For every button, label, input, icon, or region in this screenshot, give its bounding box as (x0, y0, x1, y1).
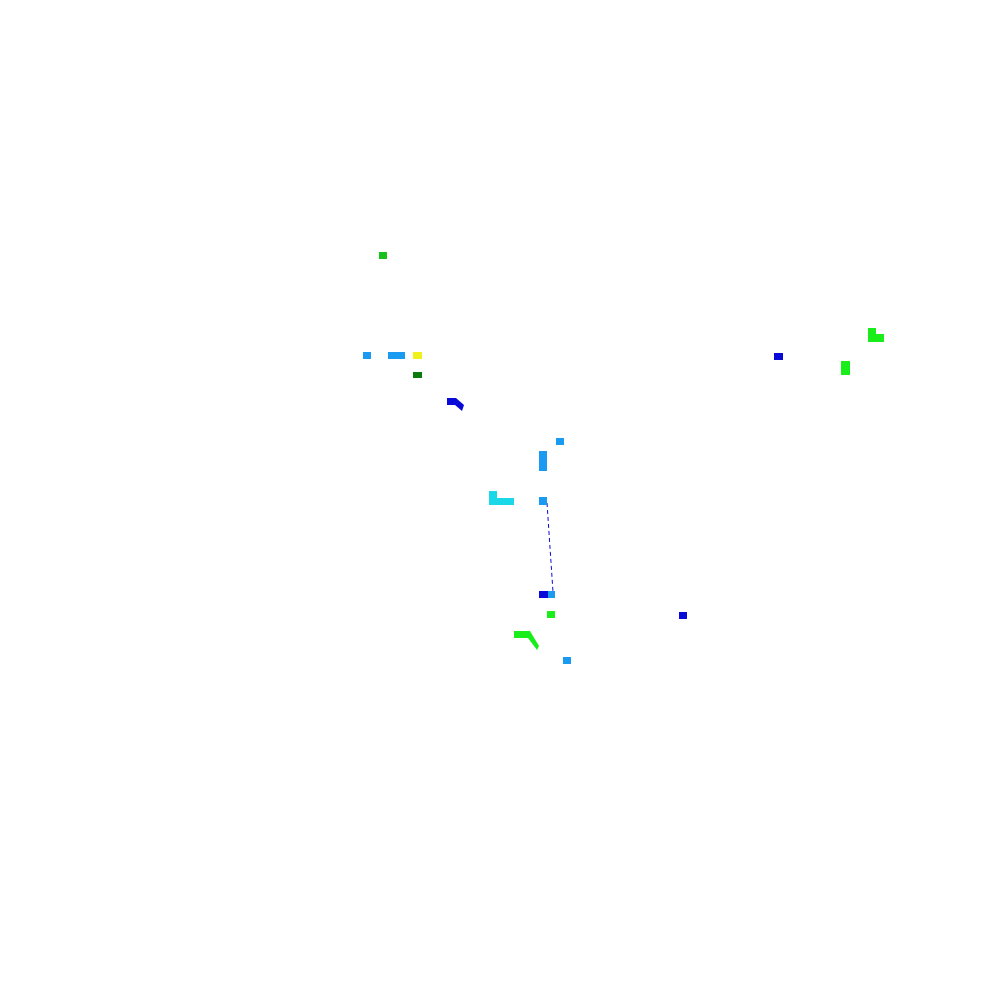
mark-lightblue-bar (388, 352, 405, 359)
mark-darkgreen (413, 372, 422, 378)
mark-lightblue-left (363, 352, 371, 359)
mark-blue-right (774, 353, 783, 360)
mark-blue-curve (447, 398, 464, 411)
mark-green-bottom (547, 611, 555, 618)
mark-lightblue-lowest (563, 657, 571, 664)
mark-yellow (413, 352, 422, 359)
mark-cyan-l (489, 491, 514, 505)
mark-lightblue-dot (556, 438, 564, 445)
mark-lightblue-bottom (548, 591, 555, 598)
mark-blue-right-low (679, 612, 687, 619)
mark-green-top (379, 252, 387, 259)
mark-blue-bottom (539, 591, 548, 598)
mark-lightblue-center (539, 497, 547, 505)
mark-green-right-bar (841, 361, 850, 375)
mark-green-hook (514, 631, 539, 650)
mark-green-right-l (868, 328, 884, 342)
mark-lightblue-vbar (539, 451, 547, 471)
dashed-link (546, 502, 554, 593)
